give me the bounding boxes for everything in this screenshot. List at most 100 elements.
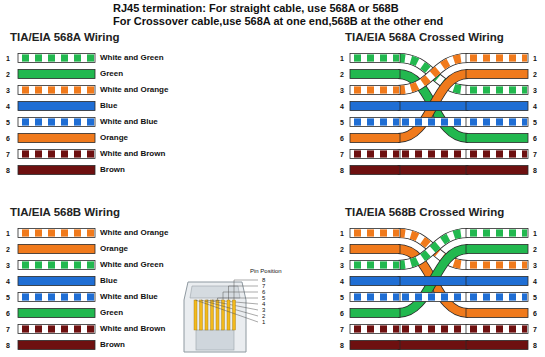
wire-stripe <box>367 150 374 157</box>
wire-stripe <box>441 118 448 125</box>
wire-stripe <box>74 325 81 332</box>
wire-stripe <box>483 118 490 125</box>
wire-stripe <box>22 150 29 157</box>
wire-stripe <box>35 150 42 157</box>
pin-number: 1 <box>6 55 10 62</box>
pin-number: 4 <box>533 103 537 110</box>
wire-stripe <box>496 261 503 268</box>
wire-stripe <box>87 261 94 268</box>
wire-stripe <box>441 293 448 300</box>
panel-title: TIA/EIA 568A Crossed Wiring <box>345 32 504 44</box>
wire-bar <box>18 118 95 127</box>
pin-number: 3 <box>340 87 344 94</box>
wire-stripe <box>509 118 516 125</box>
wire-stripe <box>74 293 81 300</box>
wire-stripe <box>509 86 516 93</box>
wire-bar <box>398 341 468 350</box>
wire-bar <box>18 86 95 95</box>
wire-stripe <box>87 54 94 61</box>
wire-stripe <box>380 325 387 332</box>
wire-stripe <box>380 118 387 125</box>
wire-bar <box>466 309 528 318</box>
wire-stripe <box>61 150 68 157</box>
wire-stripe <box>354 150 361 157</box>
wire-bar <box>350 86 400 95</box>
wire-bar <box>398 102 468 111</box>
wire-stripe <box>74 118 81 125</box>
wire-stripe <box>367 118 374 125</box>
wire-bar <box>466 341 528 350</box>
wire-stripe <box>393 325 399 332</box>
wire-name: White and Blue <box>100 118 158 126</box>
wire-bar <box>466 166 528 175</box>
wire-stripe <box>380 261 387 268</box>
wire-outline <box>398 249 468 313</box>
wire-stripe <box>509 261 516 268</box>
wire-stripe <box>380 229 387 236</box>
pin-number: 1 <box>533 55 537 62</box>
pin-number: 7 <box>340 151 344 158</box>
wire-stripe <box>483 54 490 61</box>
wire-stripe <box>441 325 448 332</box>
wire-stripe <box>393 293 399 300</box>
wire-stripe <box>470 261 477 268</box>
wire-stripe <box>393 229 399 236</box>
pin-number: 6 <box>340 135 344 142</box>
wire-stripe <box>367 261 374 268</box>
pin-number: 5 <box>340 294 344 301</box>
wire-bar <box>398 277 468 286</box>
wire-name: Green <box>100 70 123 78</box>
pin-leader <box>196 300 259 322</box>
wire-stripe <box>483 86 490 93</box>
wire-stripe <box>483 261 490 268</box>
pin-number: 8 <box>533 167 537 174</box>
wire-bar <box>466 54 528 63</box>
pin-leader <box>207 300 259 310</box>
pin-number: 7 <box>6 326 10 333</box>
wire-bar <box>466 293 528 302</box>
wire-stripe <box>22 261 29 268</box>
wire-stripe <box>87 150 94 157</box>
wire-stripe <box>48 229 55 236</box>
pin-number: 4 <box>340 103 344 110</box>
wire-stripe <box>367 325 374 332</box>
wire-stripe <box>415 118 422 125</box>
wire-stripe <box>74 261 81 268</box>
wire-stripe <box>22 86 29 93</box>
wire-stripe <box>415 325 422 332</box>
wire-bar <box>18 341 95 350</box>
wire-stripe <box>367 54 374 61</box>
cable-wires <box>18 54 528 350</box>
wire-stripe <box>393 86 399 93</box>
wire-bar <box>18 54 95 63</box>
pin-number: 3 <box>6 87 10 94</box>
wire-stripe <box>354 118 361 125</box>
wire-bar <box>398 293 468 302</box>
pin-number: 3 <box>6 262 10 269</box>
wire-stripe <box>470 293 477 300</box>
plug-contact <box>222 300 225 330</box>
pin-number: 5 <box>6 294 10 301</box>
pin-number: 6 <box>6 310 10 317</box>
pin-number: 6 <box>533 135 537 142</box>
panel-title: TIA/EIA 568B Crossed Wiring <box>345 207 504 219</box>
pin-number: 4 <box>6 103 10 110</box>
pin-number: 7 <box>533 151 537 158</box>
panel-title: TIA/EIA 568A Wiring <box>10 32 120 44</box>
wire-bar <box>398 150 468 159</box>
pin-leader <box>223 292 258 300</box>
wire-stripe <box>483 150 490 157</box>
pin-number: 3 <box>533 262 537 269</box>
wire-bar <box>18 245 95 254</box>
wire-name: White and Blue <box>100 293 158 301</box>
wire-stripe <box>509 293 516 300</box>
wire-stripe <box>22 325 29 332</box>
wire-bar <box>18 325 95 334</box>
wire-stripe <box>61 325 68 332</box>
wire-bar <box>350 309 400 318</box>
wire-stripe <box>367 86 374 93</box>
wire-stripe <box>22 293 29 300</box>
wire-bar <box>466 118 528 127</box>
wire-stripe <box>402 325 409 332</box>
wire-name: Green <box>100 309 123 317</box>
